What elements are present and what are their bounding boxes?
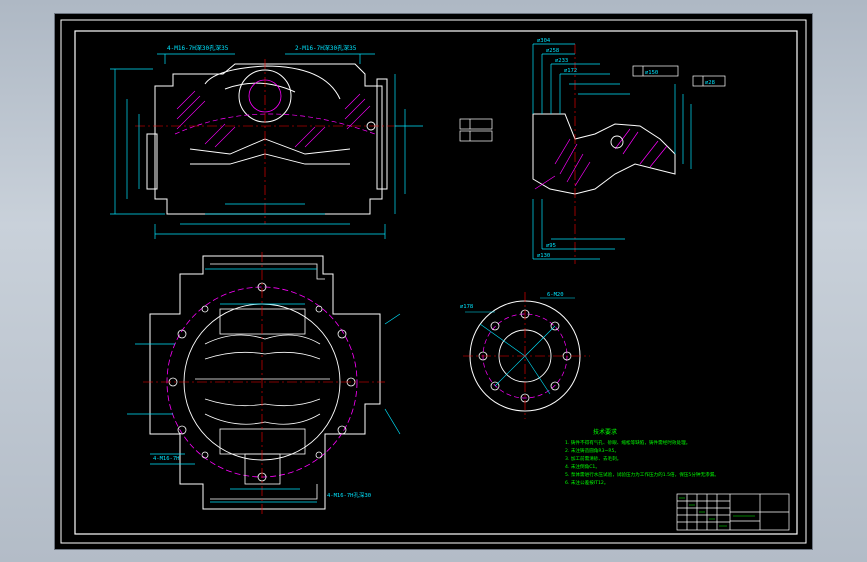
note-item-1: 1. 铸件不得有气孔、砂眼、缩松等缺陷，铸件需经时效处理。 [565, 439, 690, 446]
side-view-label-4: ⌀150 [645, 70, 658, 76]
note-item-5: 5. 泵体需进行水压试验，试验压力为工作压力的1.5倍，保压5分钟无渗漏。 [565, 471, 719, 478]
side-view-body [532, 113, 676, 195]
plan-view-callout-bottom: 4-M16-7H孔深30 [327, 491, 371, 499]
drawing-sheet: 4-M16-7H深30孔深35 2-M16-7H深30孔深35 [60, 19, 807, 544]
flange-label-top: 6-M20 [547, 292, 564, 298]
plan-view-outline [149, 255, 381, 510]
front-view-passage [189, 138, 351, 165]
note-item-4: 4. 未注倒角C1。 [565, 463, 600, 470]
inner-border [74, 30, 798, 535]
flange-view[interactable]: 6-M20 ⌀178 [460, 292, 590, 419]
cad-viewport[interactable]: 4-M16-7H深30孔深35 2-M16-7H深30孔深35 [54, 13, 813, 550]
front-view-outline [154, 63, 383, 215]
flange-label-left: ⌀178 [460, 304, 473, 310]
technical-notes: 技术要求 1. 铸件不得有气孔、砂眼、缩松等缺陷，铸件需经时效处理。 2. 未注… [565, 428, 719, 486]
front-view-hatch [176, 90, 371, 148]
notes-title: 技术要求 [593, 428, 617, 436]
side-view-label-1: ⌀258 [546, 48, 559, 54]
front-view-flange-left [146, 133, 158, 190]
front-view[interactable]: 4-M16-7H深30孔深35 2-M16-7H深30孔深35 [110, 44, 423, 239]
front-view-callout-left: 4-M16-7H深30孔深35 [167, 44, 229, 52]
front-view-dimensions [110, 53, 423, 239]
side-view-label-7: ⌀95 [546, 243, 556, 249]
side-view-hole [610, 135, 624, 149]
plan-view-inner [210, 263, 325, 500]
side-section-view[interactable]: ⌀304 ⌀258 ⌀233 ⌀172 ⌀150 ⌀28 ⌀130 ⌀95 [459, 38, 726, 264]
front-view-flange-right [376, 78, 388, 190]
side-view-label-5: ⌀28 [705, 80, 715, 86]
note-item-6: 6. 未注公差按IT12。 [565, 479, 608, 486]
plan-view[interactable]: 4-M16-7H 4-M16-7H孔深30 [127, 252, 401, 514]
plan-view-impeller-passages [195, 308, 330, 485]
front-view-dashed-passage [174, 113, 376, 135]
note-item-2: 2. 未注铸造圆角R3~R5。 [565, 447, 619, 454]
note-item-3: 3. 加工前需清砂、去毛刺。 [565, 455, 621, 462]
side-view-label-3: ⌀172 [564, 68, 577, 74]
flange-radial-lines [465, 297, 575, 395]
title-block[interactable] [676, 493, 790, 531]
plan-view-callout-left: 4-M16-7H [153, 456, 180, 462]
plan-view-dimensions [127, 268, 401, 503]
side-view-hatch [534, 128, 668, 190]
front-view-callout-right: 2-M16-7H深30孔深35 [295, 44, 357, 52]
side-view-dimensions [532, 43, 692, 260]
side-view-label-6: ⌀130 [537, 253, 550, 259]
side-view-label-2: ⌀233 [555, 58, 568, 64]
side-view-label-0: ⌀304 [537, 38, 551, 44]
side-view-gdt-frames [459, 65, 726, 142]
outer-border [60, 19, 807, 544]
